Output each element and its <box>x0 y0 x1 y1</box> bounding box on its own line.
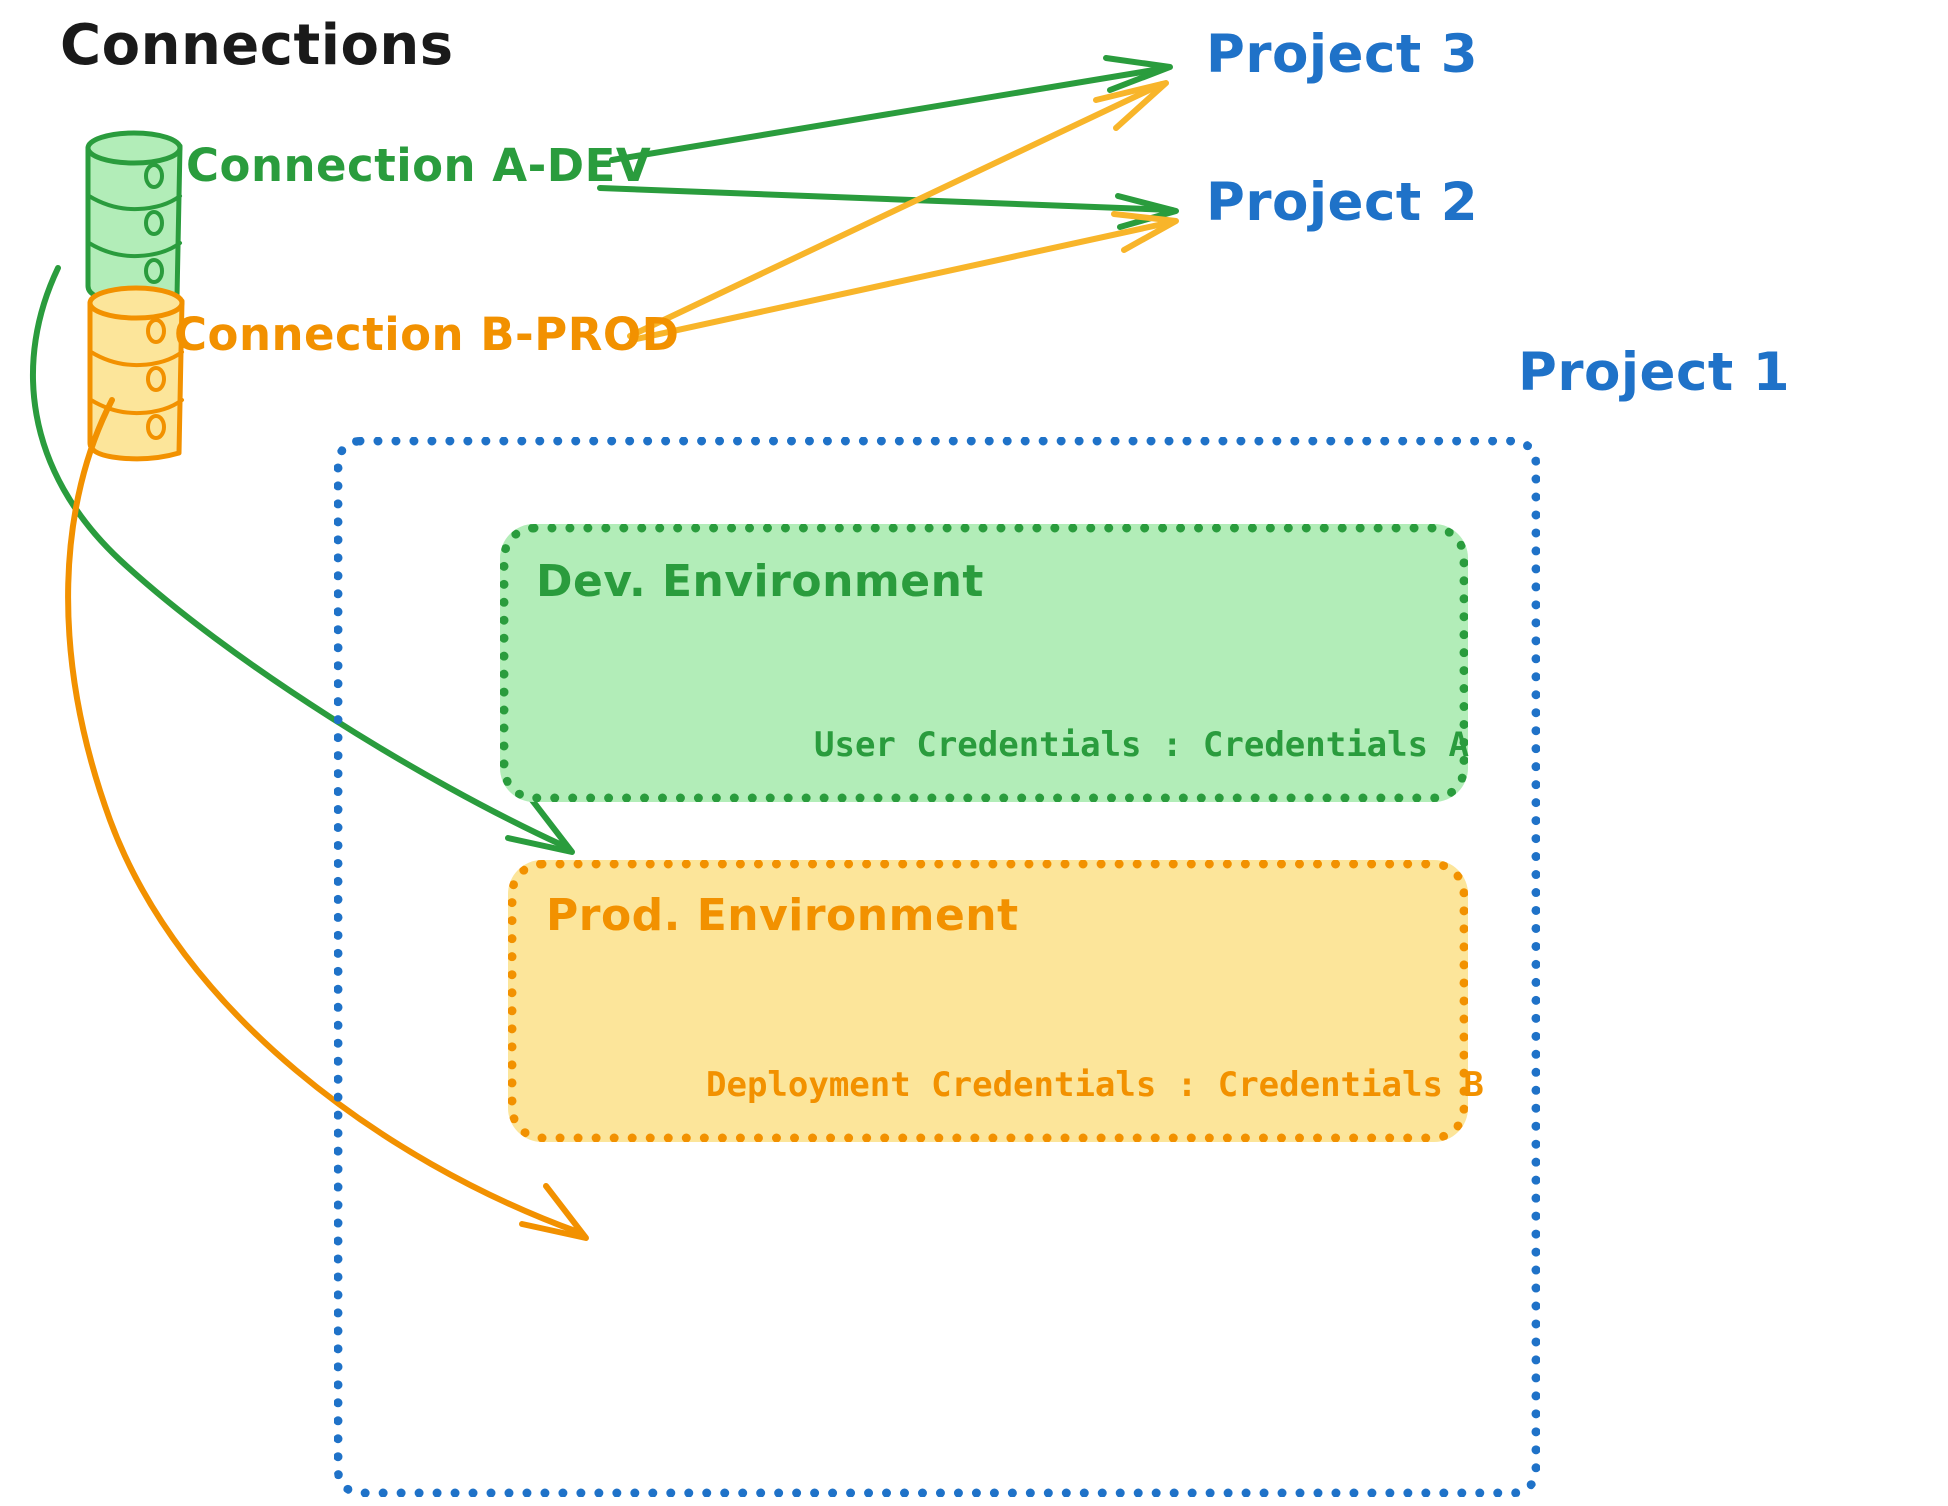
arrow-b-prod-to-project-3 <box>627 80 1169 339</box>
connection-a-dev-label[interactable]: Connection A-DEV <box>186 139 652 192</box>
dev-environment-box[interactable] <box>500 524 1468 802</box>
arrow-b-prod-to-project-2 <box>629 211 1179 343</box>
dev-environment-credentials: User Credentials : Credentials A <box>814 725 1470 765</box>
project-2-label[interactable]: Project 2 <box>1206 172 1479 233</box>
prod-environment-title: Prod. Environment <box>546 890 1019 941</box>
database-cylinder-icon-a-dev[interactable] <box>85 130 183 305</box>
arrow-a-dev-to-project-3 <box>609 55 1173 163</box>
project-3-label[interactable]: Project 3 <box>1206 24 1479 85</box>
database-cylinder-icon-b-prod[interactable] <box>87 285 185 462</box>
project-1-label[interactable]: Project 1 <box>1518 342 1791 403</box>
arrow-a-dev-to-project-2 <box>597 185 1179 230</box>
project-1-container[interactable] <box>334 437 1540 1497</box>
dev-environment-title: Dev. Environment <box>536 556 984 607</box>
arrow-b-prod-to-prod-environment <box>65 397 589 1241</box>
prod-environment-box[interactable] <box>508 860 1468 1142</box>
page-title: Connections <box>60 13 454 78</box>
prod-environment-credentials: Deployment Credentials : Credentials B <box>706 1065 1484 1105</box>
connection-b-prod-label[interactable]: Connection B-PROD <box>174 308 680 361</box>
arrow-a-dev-to-dev-environment <box>29 265 575 855</box>
